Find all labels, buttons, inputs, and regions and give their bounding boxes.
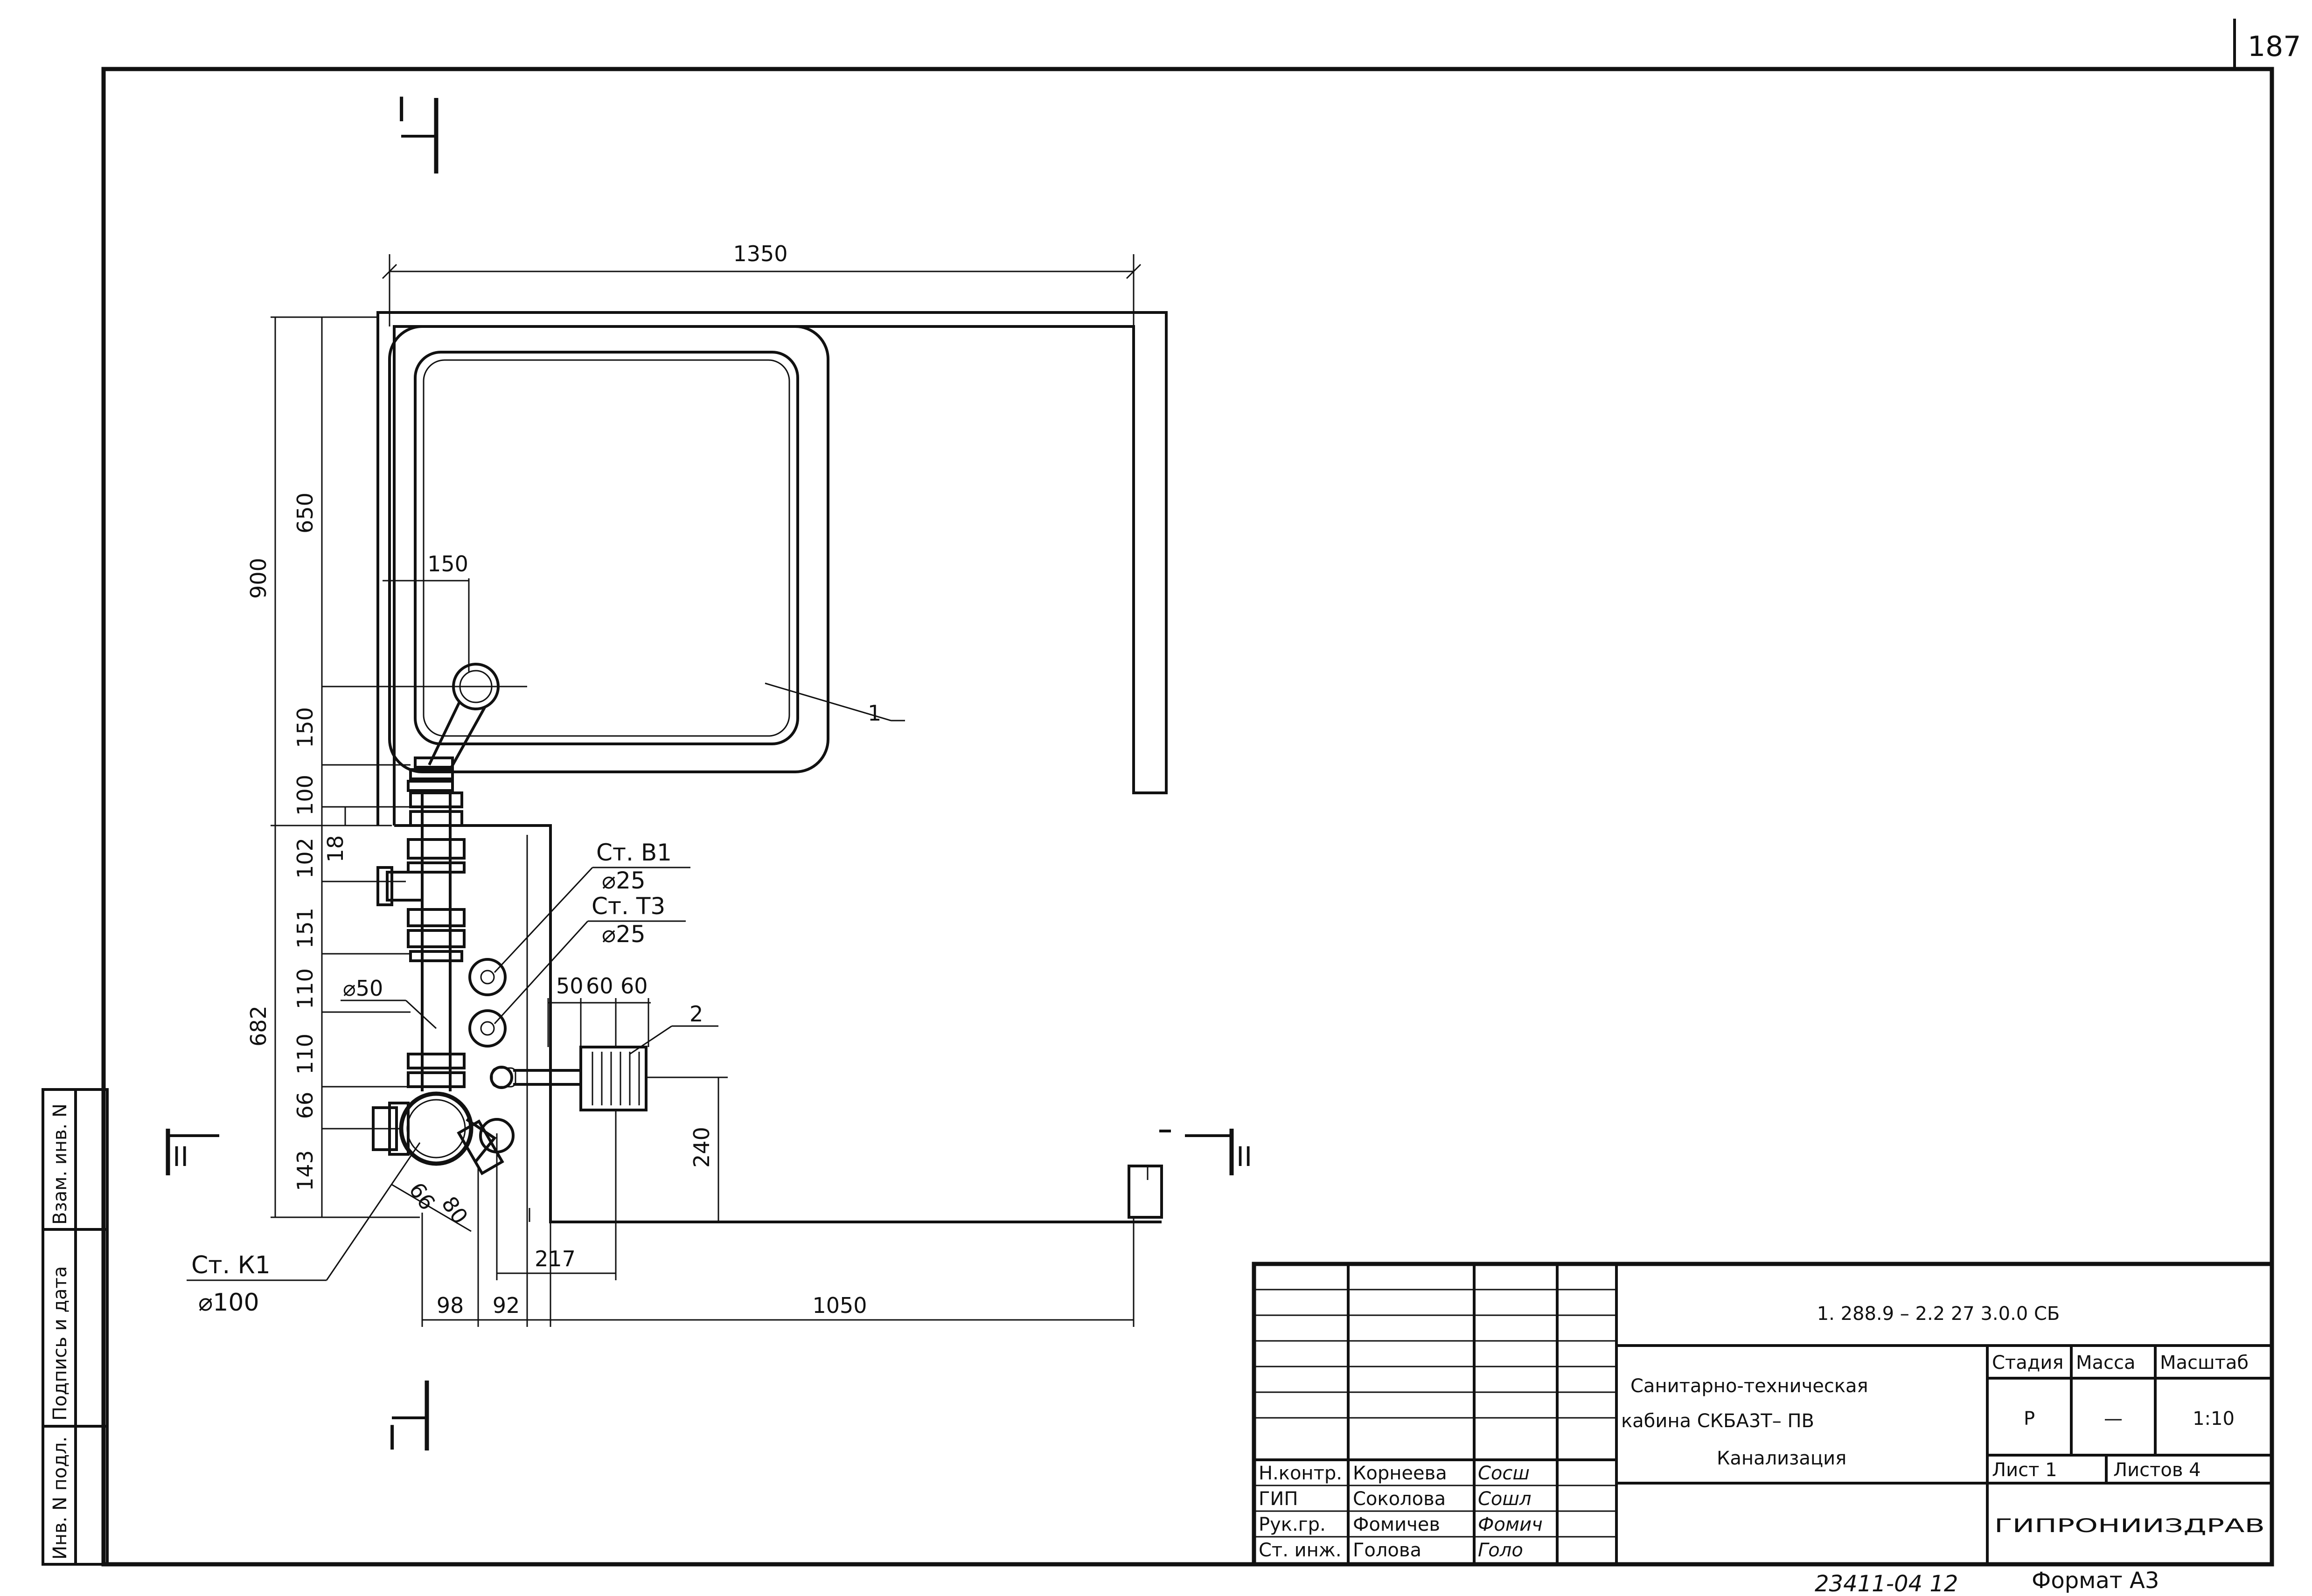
title-block: Н.контр. Корнеева Сосш ГИП Соколова Сошл…	[1252, 1262, 2274, 1567]
title-line-1: Санитарно-техническая	[1630, 1375, 1868, 1397]
title-line-2: кабина СКБА3Т– ПВ	[1621, 1410, 1814, 1432]
label-pipe-d50: ⌀50	[343, 976, 383, 1001]
side-cell-replaced-inv: Взам. инв. N	[49, 1103, 71, 1225]
organization: ГИПРОНИИЗДРАВ	[1994, 1515, 2265, 1537]
dim-height-66: 66	[292, 1092, 318, 1119]
staff-signature-0: Сосш	[1478, 1463, 1530, 1484]
mass-header: Масса	[2076, 1352, 2136, 1374]
dim-height-151: 151	[292, 908, 318, 949]
dim-height-102: 102	[292, 838, 318, 879]
dim-height-18: 18	[323, 835, 348, 863]
label-riser-t3: Ст. Т3	[592, 893, 665, 920]
scale-value: 1:10	[2193, 1408, 2235, 1429]
pos-2-label: 2	[689, 1001, 703, 1027]
mass-value: —	[2104, 1408, 2123, 1429]
sheet-number: 187	[2248, 30, 2301, 63]
dim-offset-150: 150	[427, 551, 468, 576]
sheet-label: Лист 1	[1992, 1459, 2057, 1481]
dim-width-98: 98	[437, 1293, 464, 1318]
label-riser-b1-diameter: ⌀25	[602, 867, 646, 894]
staff-signature-3: Голо	[1478, 1540, 1523, 1561]
dim-height-150: 150	[292, 707, 318, 748]
side-cell-inv-orig: Инв. N подл.	[49, 1436, 71, 1560]
shower-tray	[322, 325, 829, 773]
dim-width-60-b: 60	[620, 973, 648, 999]
label-riser-t3-diameter: ⌀25	[602, 921, 646, 948]
staff-name-0: Корнеева	[1353, 1463, 1447, 1484]
dim-height-110-b: 110	[292, 1034, 318, 1075]
dim-width-1050: 1050	[812, 1293, 867, 1318]
dim-diag-66: 66	[404, 1178, 440, 1214]
inventory-number: 23411-04 12	[1815, 1571, 1958, 1596]
towel-heater	[579, 1046, 728, 1111]
document-code: 1. 288.9 – 2.2 27 3.0.0 СБ	[1817, 1303, 2060, 1325]
dim-height-100: 100	[292, 775, 318, 816]
sheets-label: Листов 4	[2113, 1459, 2201, 1481]
staff-name-3: Голова	[1353, 1540, 1421, 1561]
dim-width-217: 217	[535, 1246, 576, 1271]
staff-role-0: Н.контр.	[1259, 1463, 1342, 1484]
section-mark-right: II	[1236, 1141, 1252, 1173]
dimensions: 1350 900 650 150 100 102 18 151 110 110 …	[246, 241, 1142, 1327]
label-riser-k1-diameter: ⌀100	[198, 1289, 259, 1317]
stage-header: Стадия	[1992, 1352, 2063, 1374]
staff-name-1: Соколова	[1353, 1488, 1446, 1510]
staff-name-2: Фомичев	[1353, 1514, 1440, 1535]
section-mark-bottom: I	[387, 1418, 397, 1457]
dim-height-143: 143	[292, 1150, 318, 1191]
stage-value: Р	[2024, 1408, 2035, 1429]
staff-signature-2: Фомич	[1478, 1514, 1543, 1535]
dim-height-240: 240	[689, 1127, 714, 1168]
dim-height-900: 900	[246, 558, 271, 599]
label-riser-k1: Ст. К1	[191, 1251, 271, 1279]
dim-height-682: 682	[246, 1006, 271, 1047]
sheet-frame: 187	[101, 19, 2301, 1567]
dim-width-92: 92	[493, 1293, 520, 1318]
side-cell-signature-date: Подпись и дата	[49, 1266, 71, 1421]
section-mark-top: I	[397, 90, 406, 129]
format-label: Формат А3	[2032, 1568, 2159, 1594]
staff-role-1: ГИП	[1259, 1488, 1298, 1510]
side-strip: Инв. N подл. Подпись и дата Взам. инв. N	[42, 1088, 109, 1566]
label-riser-b1: Ст. В1	[596, 839, 672, 866]
dim-width-total: 1350	[733, 241, 787, 266]
sewer-piping	[372, 701, 581, 1175]
dim-height-110-a: 110	[292, 968, 318, 1009]
pos-1-label: 1	[868, 701, 881, 726]
staff-signature-1: Сошл	[1478, 1488, 1532, 1510]
dim-width-50: 50	[556, 973, 584, 999]
section-mark-left: II	[173, 1141, 188, 1173]
section-marks: I I II II	[166, 90, 1252, 1457]
dim-width-60-a: 60	[586, 973, 613, 999]
callouts: 1 2 Ст. В1 ⌀25 Ст. Т3 ⌀25 Ст. К1 ⌀100	[187, 682, 905, 1317]
staff-role-2: Рук.гр.	[1259, 1514, 1326, 1535]
scale-header: Масштаб	[2160, 1352, 2249, 1374]
dim-diag-80: 80	[437, 1192, 473, 1228]
staff-role-3: Ст. инж.	[1259, 1540, 1342, 1561]
title-line-3: Канализация	[1717, 1448, 1846, 1469]
dim-height-650: 650	[292, 493, 318, 534]
footer: 23411-04 12 Формат А3	[1815, 1568, 2159, 1596]
